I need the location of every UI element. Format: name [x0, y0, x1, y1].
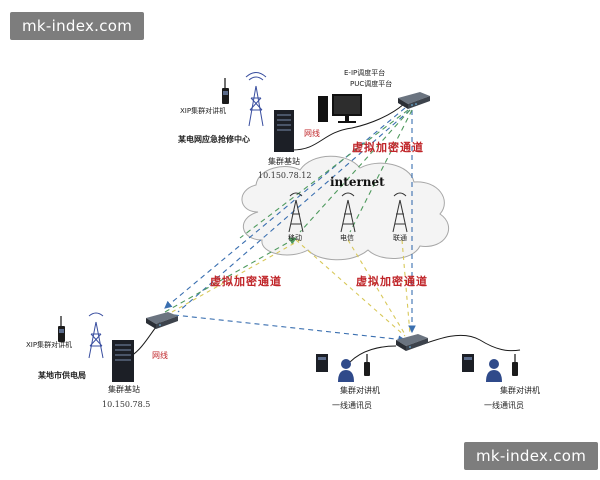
pc-label-2: PUC调度平台: [350, 80, 393, 88]
field-1-radio-label: 集群对讲机: [340, 386, 380, 395]
channel-label-right: 虚拟加密通道: [356, 275, 428, 288]
desk-radio-2-icon: [462, 354, 474, 372]
router-icon: [398, 92, 430, 109]
server-rack-icon: [274, 110, 294, 152]
channel-label-top: 虚拟加密通道: [352, 141, 424, 154]
link-left-to-cloud: [164, 237, 297, 313]
tower-telecom-icon: [340, 192, 356, 233]
computer-icon: [318, 94, 362, 123]
link-top-to-cloud-3: [349, 109, 413, 233]
left-cable-label: 网线: [152, 351, 168, 360]
link-top-to-cloud-2: [299, 109, 411, 233]
internet-label: internet: [330, 175, 385, 189]
tower-unicom-icon: [392, 192, 408, 233]
top-station-ip: 10.150.78.12: [258, 171, 312, 180]
link-mobile-to-field: [295, 239, 406, 337]
tower-mobile-icon: [288, 192, 304, 233]
tower-telecom-label: 电信: [340, 234, 354, 242]
cable-field-1: [349, 345, 397, 363]
pc-label-1: E-IP调度平台: [344, 69, 386, 77]
radio-field-1-icon: [364, 354, 370, 376]
top-station-label: 集群基站: [268, 157, 300, 166]
server-rack-left-icon: [112, 340, 134, 382]
desk-radio-1-icon: [316, 354, 328, 372]
cable-field-2: [417, 334, 521, 352]
left-station-label: 集群基站: [108, 385, 140, 394]
internet-cloud: [241, 155, 450, 261]
top-radio-label: XIP集群对讲机: [180, 107, 227, 115]
channel-label-left: 虚拟加密通道: [210, 275, 282, 288]
link-telecom-to-field: [347, 239, 407, 337]
watermark-top: mk-index.com: [10, 12, 145, 40]
antenna-tower-left-icon: [88, 312, 104, 359]
left-radio-label: XIP集群对讲机: [26, 341, 73, 349]
link-left-to-mobile: [171, 239, 301, 313]
antenna-tower-icon: [245, 72, 267, 127]
tower-mobile-label: 移动: [288, 234, 302, 242]
tower-unicom-label: 联通: [393, 234, 407, 242]
link-top-to-left: [164, 107, 406, 309]
field-2-radio-label: 集群对讲机: [500, 386, 540, 395]
router-field-icon: [396, 334, 428, 351]
watermark-bottom: mk-index.com: [464, 442, 599, 470]
left-site-label: 某地市供电局: [38, 371, 86, 380]
router-left-icon: [146, 312, 178, 329]
left-station-ip: 10.150.78.5: [102, 400, 151, 409]
radio-field-2-icon: [512, 354, 518, 376]
cable-top: [291, 103, 405, 151]
link-left-to-field: [164, 313, 407, 344]
person-1-icon: [338, 359, 354, 382]
person-2-icon: [486, 359, 502, 382]
field-1-person-label: 一线通讯员: [332, 401, 372, 410]
radio-icon: [222, 78, 229, 104]
field-2-person-label: 一线通讯员: [484, 401, 524, 410]
radio-left-icon: [58, 316, 65, 342]
top-site-label: 某电网应急抢修中心: [178, 135, 250, 144]
top-cable-label: 网线: [304, 129, 320, 138]
